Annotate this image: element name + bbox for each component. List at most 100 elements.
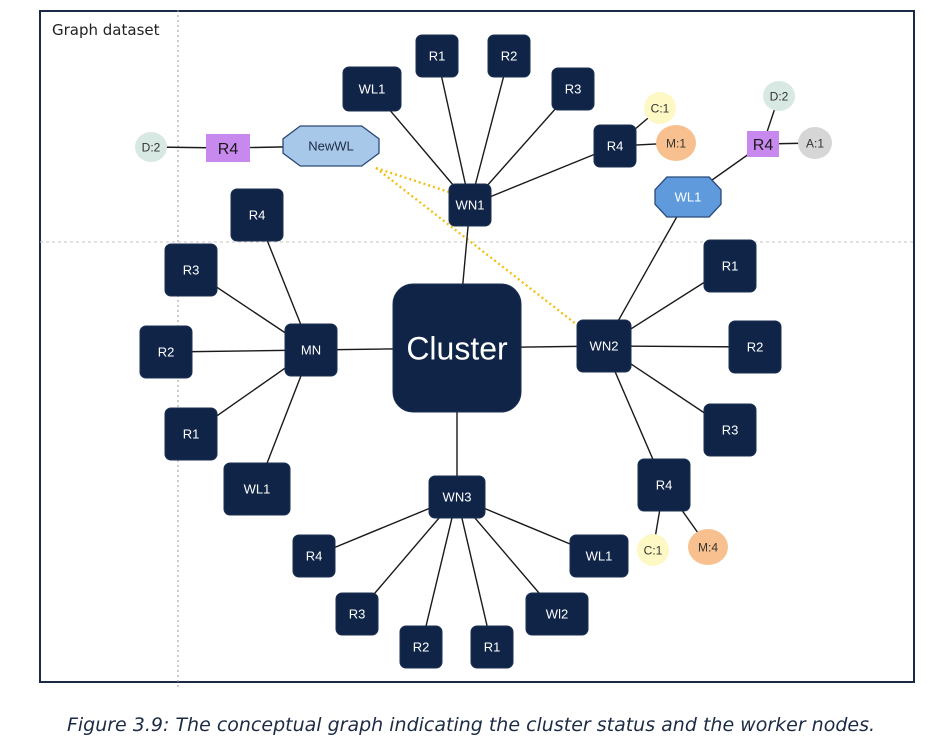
node-shape [284,323,338,377]
node-shape [428,475,486,519]
node-label: WL1 [244,482,271,497]
node-mn-r2: R2 [139,325,193,379]
node-shape [644,92,676,124]
candidate-edge-newwl-wn1 [375,166,453,195]
node-label: WL1 [675,190,702,205]
node-label: M:1 [666,136,686,150]
node-label: Cluster [406,331,508,367]
node-shape [637,458,691,512]
node-label: M:4 [698,540,718,554]
node-shape [164,407,218,461]
node-shape [763,81,795,111]
node-label: R4 [249,208,266,223]
node-wn3-r2: R2 [399,625,443,669]
node-label: R2 [158,345,175,360]
node-wn1-r1: R1 [415,34,459,78]
node-newwl: NewWL [282,125,380,167]
node-wn2-wl1-r4-d: D:2 [763,81,795,111]
node-label: R1 [183,427,200,442]
node-shape [576,319,632,373]
node-shape [230,188,284,242]
node-label: WL1 [359,82,386,97]
node-label: R4 [306,549,323,564]
node-label: R3 [722,423,739,438]
node-label: R1 [484,640,501,655]
candidate-edges [375,166,577,325]
candidate-edge-newwl-wn2 [375,167,577,325]
node-label: WN3 [443,490,472,505]
node-wn1-r4-m: M:1 [656,125,696,161]
node-shape [399,625,443,669]
edge-wn3-wn3-r1 [456,496,493,648]
node-label: D:2 [770,89,789,103]
node-label: R1 [429,49,446,64]
node-wn2: WN2 [576,319,632,373]
node-shape [688,529,728,565]
node-label: R4 [218,141,239,158]
graph-title: Graph dataset [52,21,160,39]
node-shape [654,176,722,218]
node-shape [551,67,595,111]
node-label: R3 [183,263,200,278]
figure-caption: Figure 3.9: The conceptual graph indicat… [66,714,876,736]
node-label: WL1 [586,549,613,564]
node-wn1-r4: R4 [593,124,637,168]
edge-wn1-wn1-r1 [436,55,471,206]
node-wn3-r1: R1 [470,625,514,669]
node-label: R2 [501,49,518,64]
node-wn2-r4: R4 [637,458,691,512]
node-wn1-r2: R2 [487,34,531,78]
node-shape [392,283,522,413]
node-shape [139,325,193,379]
node-label: C:1 [644,543,663,557]
node-wn2-wl1-r4-a: A:1 [798,127,832,159]
node-label: R2 [747,340,764,355]
node-wn3-wl2: Wl2 [525,592,589,636]
node-shape [703,403,757,457]
node-shape [656,125,696,161]
node-wn2-r1: R1 [703,239,757,293]
node-shape [798,127,832,159]
node-shape [593,124,637,168]
node-label: C:1 [651,101,670,115]
node-shape [448,183,492,227]
node-wn2-r4-c: C:1 [637,534,669,566]
node-mn-r1: R1 [164,407,218,461]
node-mn-r4: R4 [230,188,284,242]
node-wn3-r4: R4 [292,534,336,578]
node-shape [487,34,531,78]
node-wn1: WN1 [448,183,492,227]
node-wn3: WN3 [428,475,486,519]
node-label: R2 [413,640,430,655]
node-wn3-r3: R3 [335,592,379,636]
node-label: R4 [753,137,774,154]
node-wn3-wl1: WL1 [569,534,629,578]
node-mn-r3: R3 [164,243,218,297]
graph-frame [39,10,915,683]
node-shape [342,66,402,112]
node-shape [206,134,250,162]
node-shape [223,462,291,516]
node-newwl-r4: R4 [206,134,250,162]
node-shape [292,534,336,578]
node-shape [415,34,459,78]
node-wn2-r2: R2 [728,320,782,374]
node-shape [164,243,218,297]
node-label: Wl2 [546,607,568,622]
node-label: R4 [656,478,673,493]
node-shape [335,592,379,636]
node-wn2-wl1-r4: R4 [747,131,779,157]
node-shape [637,534,669,566]
node-shape [282,125,380,167]
node-mn-wl1: WL1 [223,462,291,516]
node-label: D:2 [142,140,161,154]
node-shape [728,320,782,374]
node-shape [525,592,589,636]
node-wn2-r4-m: M:4 [688,529,728,565]
node-cluster: Cluster [392,283,522,413]
node-wn2-wl1: WL1 [654,176,722,218]
node-label: R4 [607,139,624,154]
node-label: WN2 [590,339,619,354]
